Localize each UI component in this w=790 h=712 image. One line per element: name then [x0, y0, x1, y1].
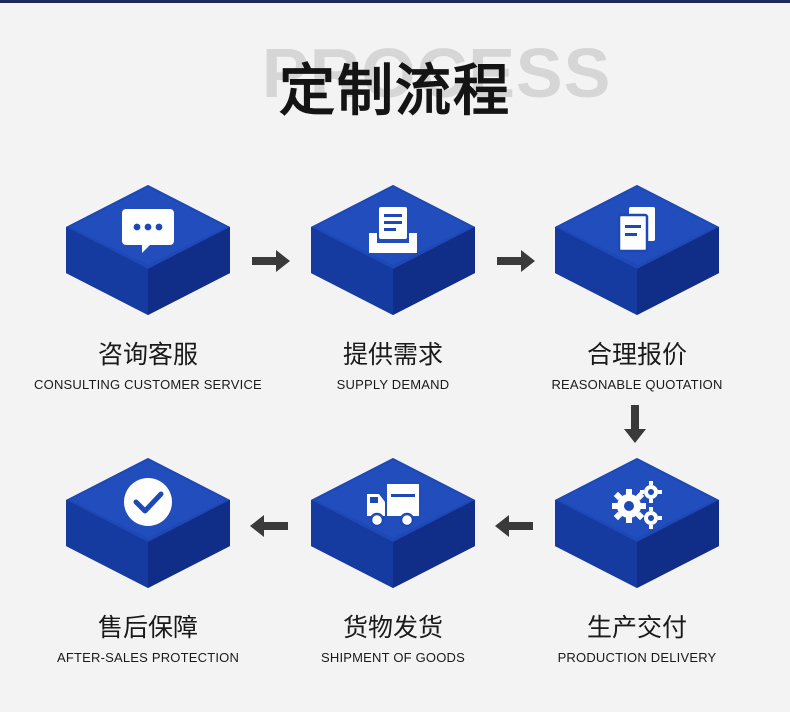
arrow-right-icon: [252, 250, 290, 272]
gears-icon: [612, 481, 662, 529]
step-title-cn: 售后保障: [97, 613, 198, 642]
background-watermark-word: PROCESS: [262, 34, 612, 112]
hex-block: [66, 185, 230, 335]
step-consulting: 咨询客服 CONSULTING CUSTOMER SERVICE: [33, 185, 263, 393]
check-circle-icon: [124, 478, 172, 526]
arrow-left-icon: [495, 515, 533, 537]
document-tray-icon: [369, 207, 417, 253]
hex-block: [555, 458, 719, 608]
arrow-left-icon: [250, 515, 288, 537]
step-shipment: 货物发货 SHIPMENT OF GOODS: [278, 458, 508, 666]
top-border-line: [0, 0, 790, 3]
step-title-cn: 咨询客服: [97, 340, 198, 369]
hex-block: [311, 185, 475, 335]
step-title-en: SHIPMENT OF GOODS: [320, 650, 465, 665]
page-title: 定制流程: [279, 59, 511, 124]
hex-block: [66, 458, 230, 608]
step-title-en: SUPPLY DEMAND: [336, 377, 450, 392]
step-after-sales: 售后保障 AFTER-SALES PROTECTION: [33, 458, 263, 666]
step-title-cn: 货物发货: [342, 613, 443, 642]
step-title-en: REASONABLE QUOTATION: [551, 377, 723, 392]
hex-block: [311, 458, 475, 608]
step-quotation: 合理报价 REASONABLE QUOTATION: [522, 185, 752, 393]
arrow-right-icon: [497, 250, 535, 272]
chat-bubble-icon: [122, 209, 174, 253]
step-title-cn: 合理报价: [586, 340, 687, 369]
step-supply-demand: 提供需求 SUPPLY DEMAND: [278, 185, 508, 393]
step-title-en: AFTER-SALES PROTECTION: [56, 650, 240, 665]
step-title-cn: 提供需求: [342, 340, 443, 369]
arrow-down-icon: [624, 405, 646, 443]
step-title-cn: 生产交付: [586, 613, 687, 642]
step-title-en: PRODUCTION DELIVERY: [557, 650, 717, 665]
hex-block: [555, 185, 719, 335]
documents-icon: [617, 207, 655, 253]
step-title-en: CONSULTING CUSTOMER SERVICE: [34, 377, 262, 392]
step-production: 生产交付 PRODUCTION DELIVERY: [522, 458, 752, 666]
delivery-truck-icon: [367, 484, 419, 528]
